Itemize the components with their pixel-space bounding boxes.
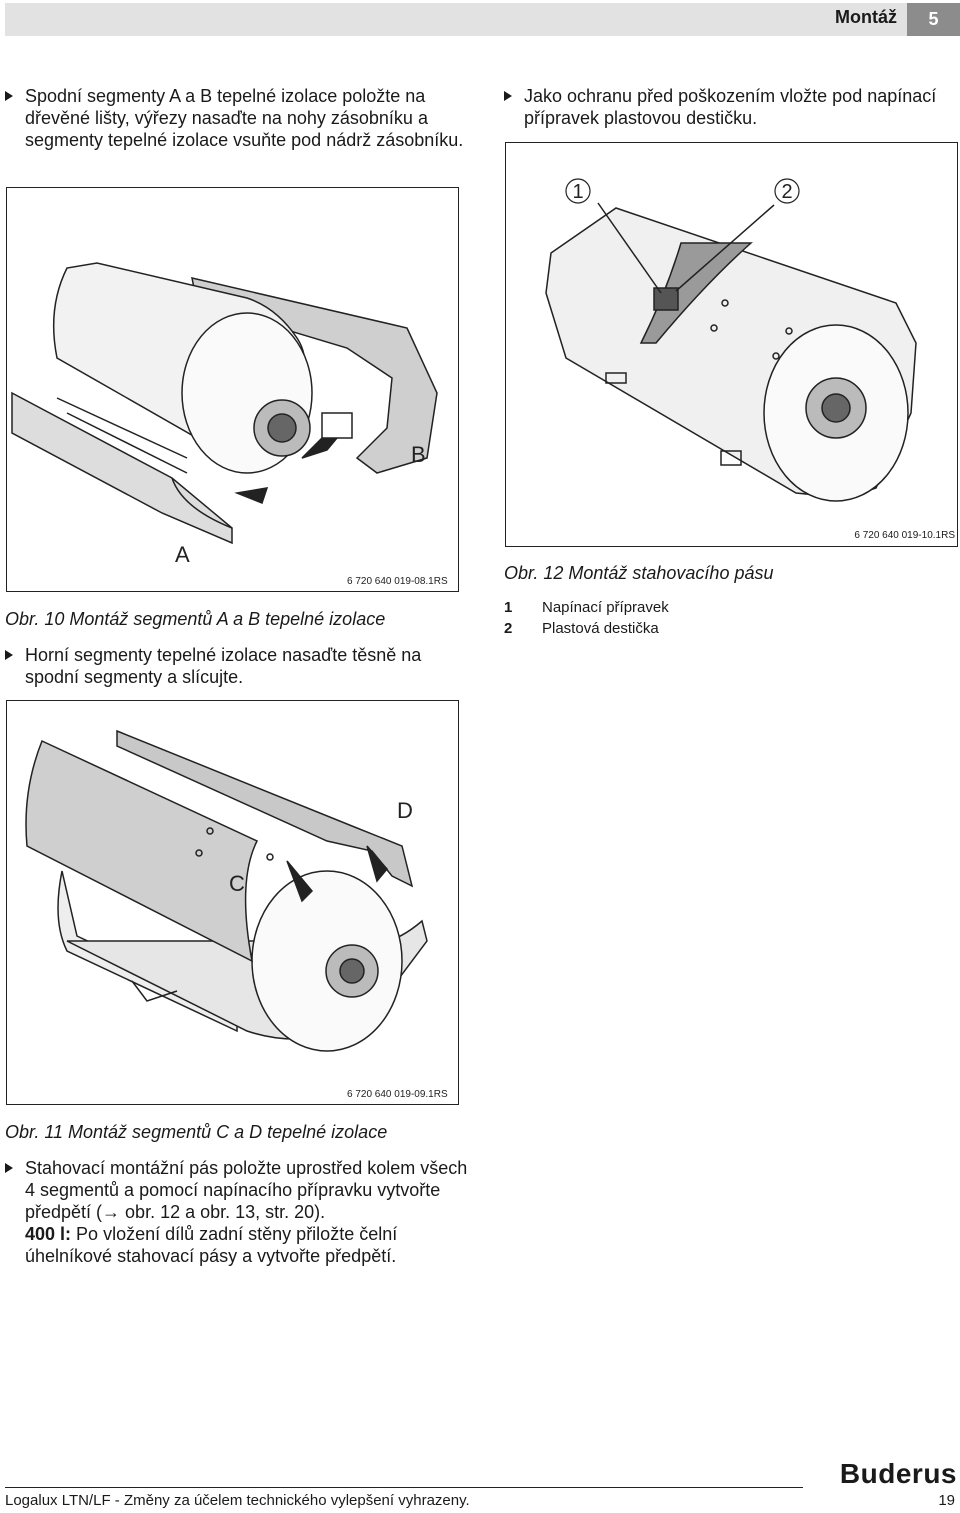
figure-code: 6 720 640 019-08.1RS	[347, 576, 448, 587]
instruction-text: Spodní segmenty A a B tepelné izolace po…	[25, 86, 464, 150]
figure-caption: Obr. 10 Montáž segmentů A a B tepelné iz…	[5, 609, 386, 629]
bullet-triangle-icon	[5, 650, 13, 660]
page-number: 19	[938, 1492, 955, 1509]
figure-code: 6 720 640 019-10.1RS	[854, 530, 955, 541]
footer-text: Logalux LTN/LF - Změny za účelem technic…	[5, 1492, 470, 1509]
insulation-segments-ab-illustration: B A 6 720 640 019-08.1RS	[11, 262, 448, 587]
label-d: D	[397, 798, 413, 823]
callout-1: 1	[572, 181, 583, 203]
chapter-number: 5	[907, 3, 960, 36]
instruction-step: Stahovací montážní pás položte uprostřed…	[5, 1157, 475, 1267]
brand-logo: Buderus	[839, 1458, 957, 1489]
callout-1-icon	[565, 178, 591, 204]
section-title: Montáž	[835, 7, 897, 27]
figure-12: 1 2	[505, 142, 958, 547]
footer-divider	[5, 1487, 803, 1488]
label-c: C	[229, 871, 245, 896]
figure-caption: Obr. 11 Montáž segmentů C a D tepelné iz…	[5, 1122, 388, 1142]
callout-2: 2	[781, 181, 792, 203]
figure-code: 6 720 640 019-09.1RS	[347, 1089, 448, 1100]
instruction-text: Jako ochranu před poškozením vložte pod …	[524, 86, 937, 128]
instruction-text: Horní segmenty tepelné izolace nasaďte t…	[25, 645, 422, 687]
tensioning-strap-illustration: 1 2	[545, 178, 917, 502]
figure-11: D C 6 720 640 019-09.1RS	[6, 700, 459, 1105]
instruction-text: Po vložení dílů zadní stěny přiložte čel…	[25, 1224, 398, 1266]
figure-10: B A 6 720 640 019-08.1RS	[6, 187, 459, 592]
instruction-bold: 400 l:	[25, 1224, 72, 1244]
label-a: A	[175, 542, 190, 567]
instruction-step: Horní segmenty tepelné izolace nasaďte t…	[5, 644, 475, 688]
label-b: B	[411, 442, 426, 467]
instruction-step: Jako ochranu před poškozením vložte pod …	[504, 85, 960, 129]
instruction-step: Spodní segmenty A a B tepelné izolace po…	[5, 85, 475, 151]
figure-caption: Obr. 12 Montáž stahovacího pásu	[504, 563, 774, 583]
instruction-text: Stahovací montážní pás položte uprostřed…	[25, 1158, 468, 1222]
callout-2-icon	[774, 178, 800, 204]
bullet-triangle-icon	[5, 1163, 13, 1173]
insulation-segments-cd-illustration: D C 6 720 640 019-09.1RS	[25, 729, 448, 1100]
bullet-triangle-icon	[5, 91, 13, 101]
header-bar	[5, 3, 907, 36]
bullet-triangle-icon	[504, 91, 512, 101]
